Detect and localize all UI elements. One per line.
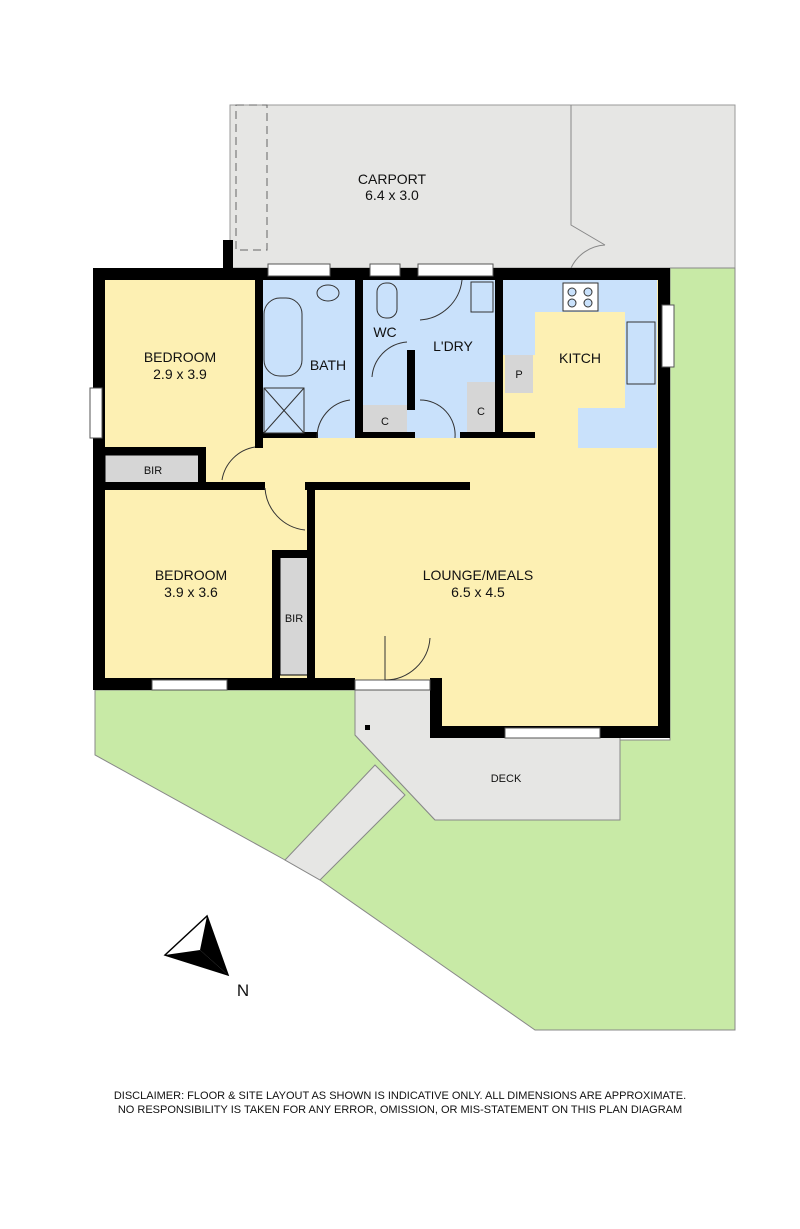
carport-size: 6.4 x 3.0 (365, 187, 419, 203)
basin (316, 284, 340, 302)
bedroom1-size: 2.9 x 3.9 (153, 366, 207, 382)
pantry-label: P (515, 369, 522, 381)
bedroom1-label: BEDROOM (144, 349, 216, 365)
disclaimer-line-1: DISCLAIMER: FLOOR & SITE LAYOUT AS SHOWN… (113, 1090, 687, 1102)
deck-post (365, 725, 370, 730)
cupboard1 (362, 405, 407, 435)
trough (470, 281, 494, 313)
fixtures (263, 281, 656, 434)
cooktop (562, 282, 599, 312)
cupboard2 (467, 382, 495, 437)
door-swings (221, 279, 463, 681)
laundry-label: L'DRY (433, 338, 473, 354)
carport-gate-swing (570, 244, 606, 269)
bedroom2-label: BEDROOM (155, 567, 227, 583)
disclaimer: DISCLAIMER: FLOOR & SITE LAYOUT AS SHOWN… (0, 1089, 800, 1117)
lounge-label: LOUNGE/MEALS (423, 567, 533, 583)
wc-label: WC (373, 324, 396, 340)
bath-label: BATH (310, 357, 346, 373)
bir1-label: BIR (144, 465, 162, 477)
path (284, 764, 406, 881)
lounge-size: 6.5 x 4.5 (451, 584, 505, 600)
kitchen-label: KITCH (559, 350, 601, 366)
cupboard1-label: C (381, 416, 389, 428)
deck-label: DECK (491, 773, 522, 785)
bathtub (263, 297, 303, 377)
kitchen-floor (502, 280, 657, 448)
carport-post-outline (235, 104, 268, 251)
sink (626, 321, 656, 385)
carport-area (229, 104, 736, 269)
disclaimer-line-2: NO RESPONSIBILITY IS TAKEN FOR ANY ERROR… (117, 1104, 683, 1116)
walls (93, 240, 670, 738)
windows (89, 263, 675, 739)
compass-label: N (237, 981, 249, 1000)
bedroom2-size: 3.9 x 3.6 (164, 584, 218, 600)
carport-label: CARPORT (358, 171, 427, 187)
bir2-label: BIR (285, 613, 303, 625)
carport-divider (570, 105, 606, 246)
north-arrow-icon (163, 914, 230, 977)
cupboard2-label: C (477, 406, 485, 418)
pantry (505, 355, 533, 393)
toilet (376, 282, 398, 319)
